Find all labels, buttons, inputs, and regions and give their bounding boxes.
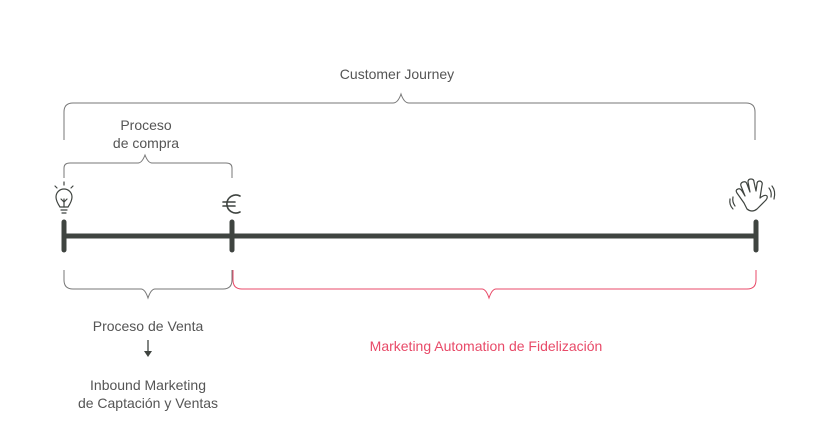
customer-journey-label: Customer Journey xyxy=(340,66,454,82)
proceso-venta-brace xyxy=(63,270,233,300)
lightbulb-icon xyxy=(54,181,74,214)
proceso-compra-label-line1: Proceso xyxy=(120,117,172,133)
inbound-label-line1: Inbound Marketing xyxy=(90,377,206,393)
proceso-venta-label: Proceso de Venta xyxy=(93,318,204,334)
euro-icon xyxy=(222,194,241,214)
down-arrow-icon xyxy=(144,340,152,357)
marketing-automation-label: Marketing Automation de Fidelización xyxy=(370,338,603,354)
waving-hand-icon xyxy=(729,178,776,212)
customer-journey-brace xyxy=(63,92,756,140)
marketing-automation-brace xyxy=(232,270,757,300)
proceso-compra-brace xyxy=(63,153,233,178)
proceso-compra-label-line2: de compra xyxy=(113,135,179,151)
inbound-label-line2: de Captación y Ventas xyxy=(78,395,218,411)
